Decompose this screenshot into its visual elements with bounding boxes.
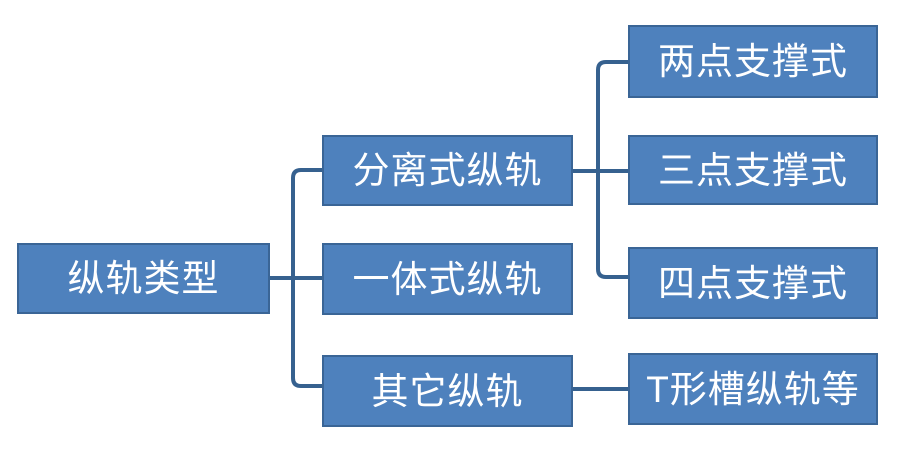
- node-rail-type: 纵轨类型: [17, 243, 270, 314]
- node-other-rail-label: 其它纵轨: [371, 370, 524, 412]
- node-four-point-support-label: 四点支撑式: [658, 262, 848, 304]
- node-three-point-support: 三点支撑式: [628, 135, 878, 205]
- node-separate-rail-label: 分离式纵轨: [352, 150, 543, 191]
- node-separate-rail: 分离式纵轨: [322, 135, 573, 206]
- node-other-rail: 其它纵轨: [322, 355, 573, 427]
- node-t-slot-rail-label: T形槽纵轨等: [646, 368, 860, 410]
- node-integrated-rail-label: 一体式纵轨: [352, 258, 543, 300]
- node-four-point-support: 四点支撑式: [628, 247, 878, 319]
- node-two-point-support-label: 两点支撑式: [658, 41, 848, 82]
- node-two-point-support: 两点支撑式: [628, 25, 878, 98]
- node-three-point-support-label: 三点支撑式: [658, 149, 848, 191]
- node-integrated-rail: 一体式纵轨: [322, 243, 573, 315]
- node-rail-type-label: 纵轨类型: [67, 258, 220, 299]
- node-t-slot-rail: T形槽纵轨等: [628, 353, 878, 425]
